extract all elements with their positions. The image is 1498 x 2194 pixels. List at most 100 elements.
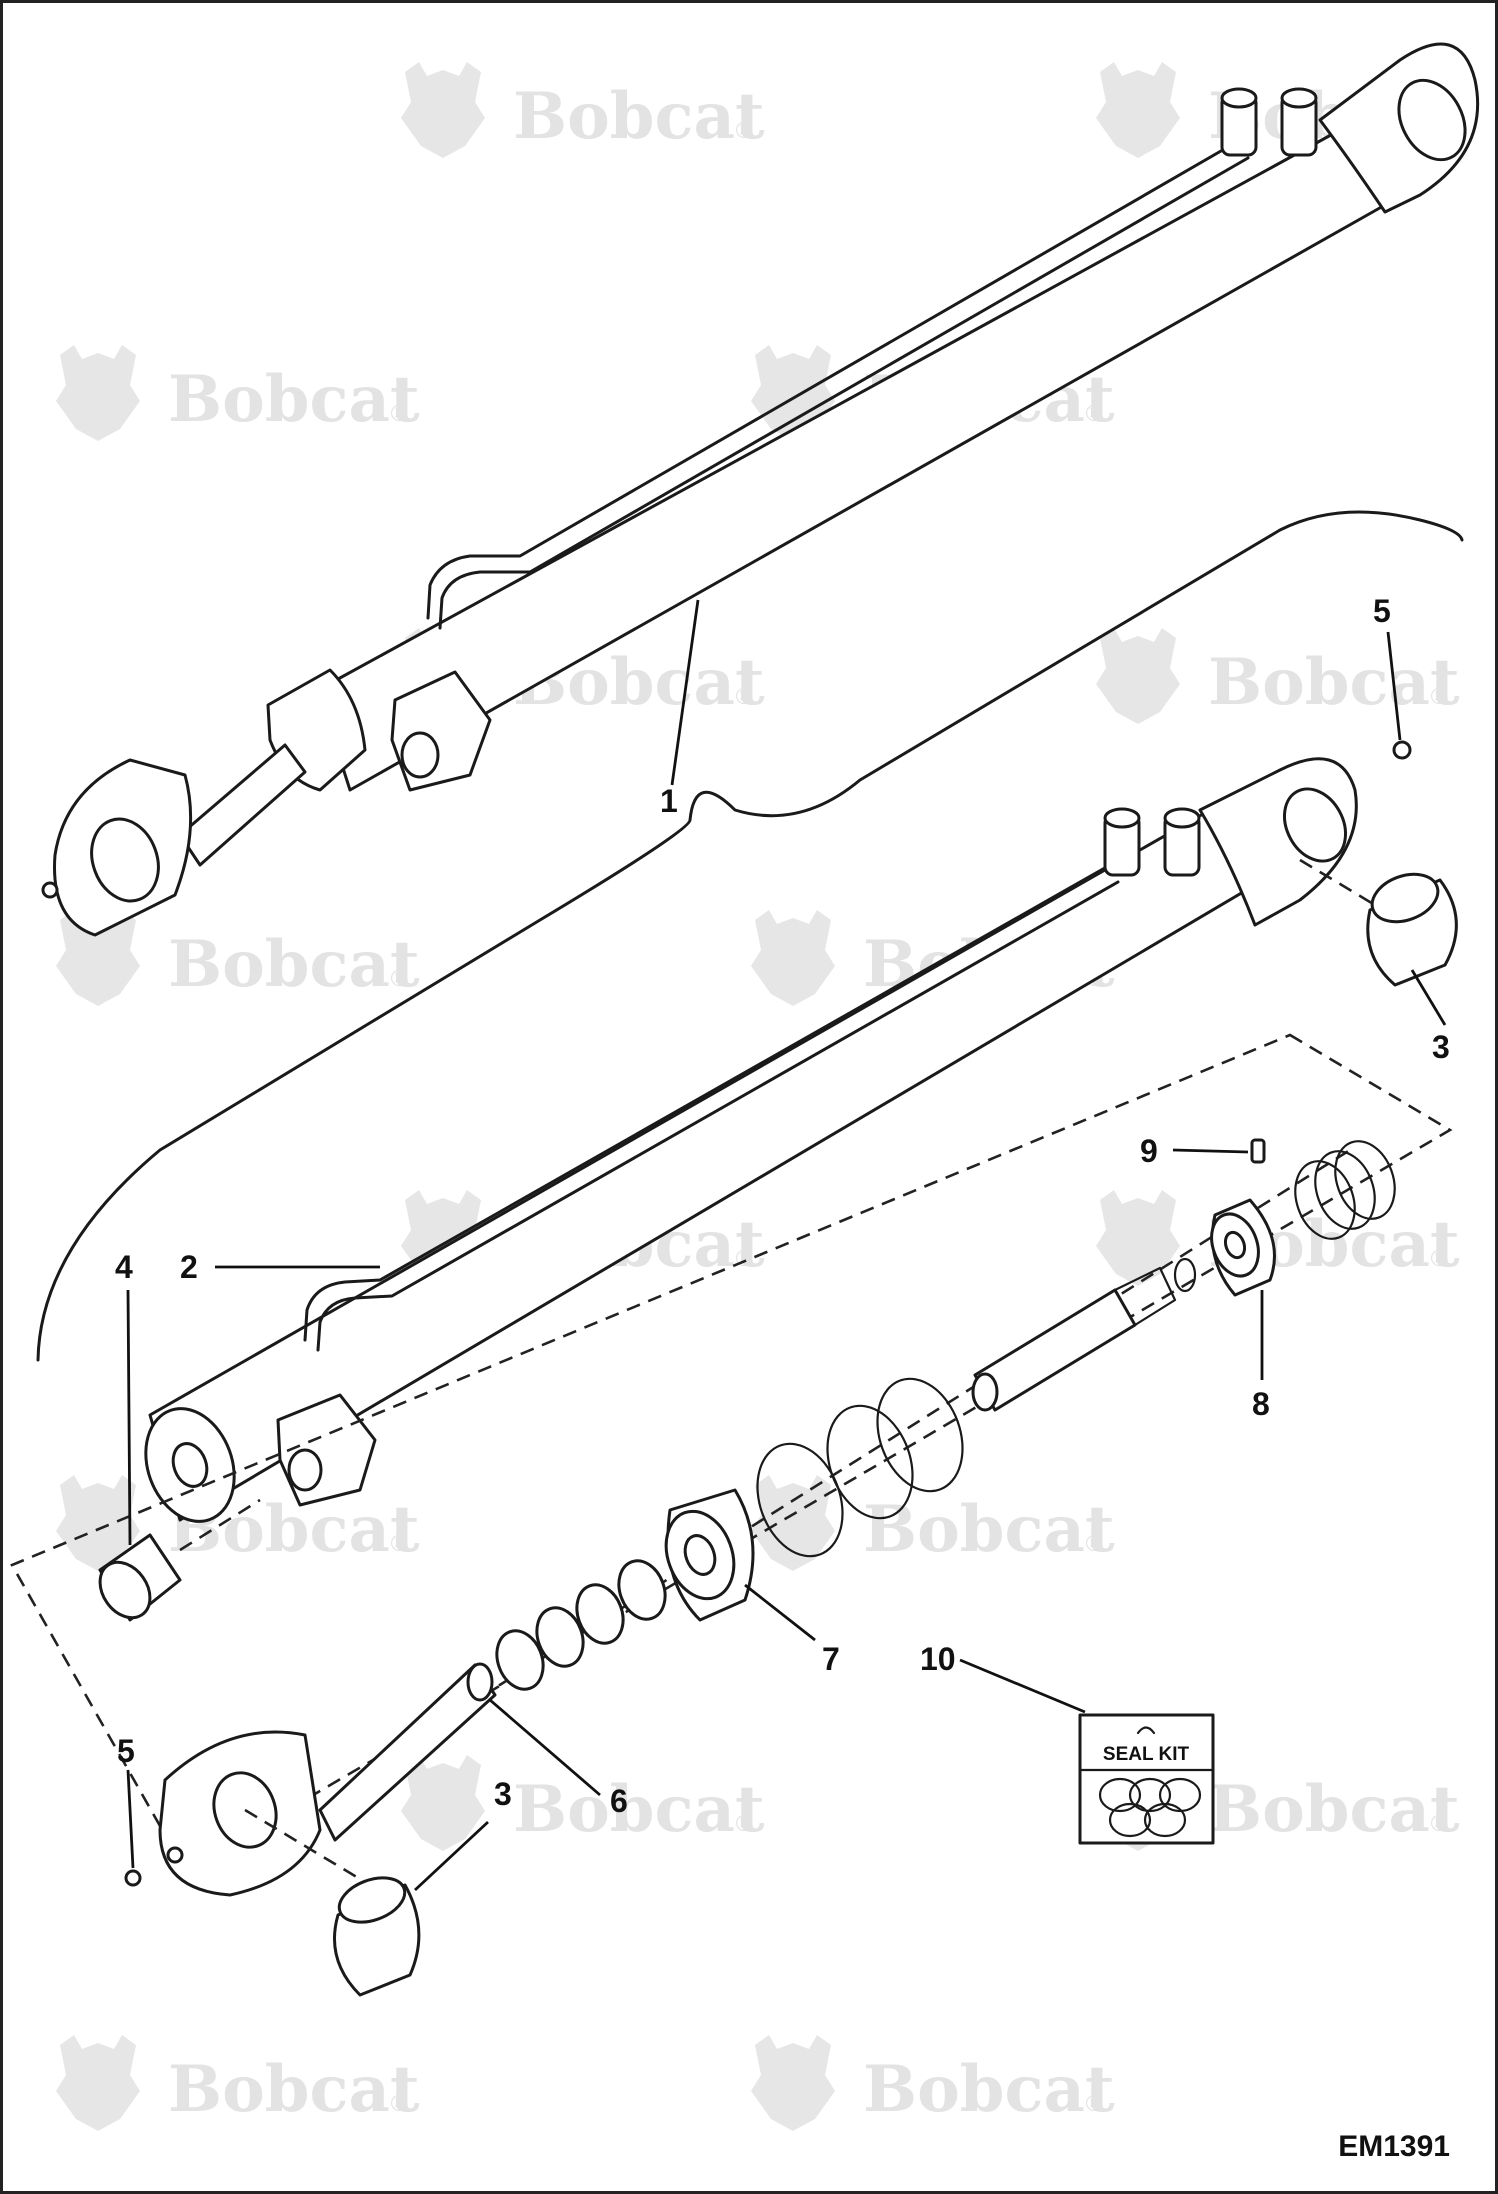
- callout-1: 1: [660, 783, 678, 819]
- watermark-text: Bobcat: [168, 362, 420, 437]
- bushing-axis: [179, 1498, 261, 1552]
- leader-4: [126, 1289, 132, 1546]
- seal-kit-boundary: [10, 1033, 1453, 1872]
- o-ring-icon: [1128, 1777, 1172, 1813]
- barrel-block-bore: [287, 1448, 323, 1492]
- leader-7: [744, 1583, 816, 1642]
- callout-3-top: 3: [1432, 1029, 1450, 1065]
- callout-2: 2: [180, 1249, 198, 1285]
- rod-eye-pin-hole: [90, 817, 160, 903]
- gland-head-bore: [683, 1534, 717, 1576]
- buffer-seal: [575, 1583, 625, 1645]
- callout-7: 7: [822, 1641, 840, 1677]
- watermark-text: Bobcat: [168, 927, 420, 1002]
- leader-3-bottom: [414, 1820, 489, 1892]
- hydraulic-line-edge: [438, 156, 1250, 630]
- barrel-pin-hole: [1283, 787, 1347, 863]
- leader-5-bottom: [126, 1769, 135, 1869]
- watermark: Bobcat ®: [56, 345, 420, 441]
- bobcat-logo-icon: [56, 345, 140, 441]
- piston-bore: [1223, 1230, 1247, 1260]
- watermark: Bobcat ®: [1096, 1755, 1460, 1851]
- leader-5-top: [1386, 631, 1402, 741]
- o-ring-icon: [1158, 1777, 1202, 1813]
- callout-5-top: 5: [1373, 593, 1391, 629]
- watermark-text: Bobcat: [513, 1772, 765, 1847]
- watermark: Bobcat ®: [751, 2035, 1115, 2131]
- center-axis: [1299, 858, 1376, 907]
- watermark-symbol: ®: [1428, 1812, 1450, 1837]
- callout-5-bottom: 5: [117, 1733, 135, 1769]
- watermark-text: Bobcat: [1208, 645, 1460, 720]
- watermark-symbol: ®: [388, 2092, 410, 2117]
- bobcat-logo-icon: [401, 62, 485, 158]
- leader-1: [670, 599, 700, 786]
- watermark-text: Bobcat: [513, 79, 765, 154]
- grease-fitting-lower: [166, 1846, 184, 1864]
- watermark-symbol: ®: [733, 685, 755, 710]
- threaded-end: [1113, 1266, 1177, 1327]
- leader-3-top: [1410, 969, 1447, 1026]
- base-pin-hole: [1397, 78, 1467, 162]
- large-o-ring: [826, 1404, 914, 1520]
- leader-lines: [126, 599, 1447, 1892]
- watermark-symbol: ®: [1428, 685, 1450, 710]
- o-ring-icon: [1143, 1802, 1187, 1838]
- o-ring-icon: [1098, 1777, 1142, 1813]
- seal-kit-hanger-icon: [1136, 1726, 1156, 1735]
- o-ring-icon: [1108, 1802, 1152, 1838]
- bobcat-logo-icon: [56, 2035, 140, 2131]
- bobcat-logo-icon: [1096, 62, 1180, 158]
- bushing-item-4: [98, 1498, 261, 1622]
- watermark: Bobcat ®: [56, 2035, 420, 2131]
- bobcat-logo-icon: [1096, 628, 1180, 724]
- wiper-seal: [495, 1629, 545, 1691]
- watermark-symbol: ®: [1428, 1247, 1450, 1272]
- piston-ring: [1294, 1160, 1356, 1240]
- watermark: Bobcat ®: [401, 62, 765, 158]
- watermark: Bobcat ®: [56, 910, 420, 1006]
- watermark-text: Bobcat: [168, 2052, 420, 2127]
- bobcat-logo-icon: [1096, 1190, 1180, 1286]
- watermark-symbol: ®: [1083, 2092, 1105, 2117]
- lower-axis: [244, 1808, 371, 1887]
- large-o-ring: [876, 1377, 964, 1493]
- seal-kit-label: SEAL KIT: [1103, 1744, 1190, 1765]
- watermark: Bobcat ®: [1096, 628, 1460, 724]
- piston-ring: [1314, 1150, 1376, 1230]
- rod-item-6: [318, 1663, 497, 1842]
- callout-9: 9: [1140, 1133, 1158, 1169]
- piston-rod: [178, 743, 307, 867]
- leader-10: [959, 1658, 1086, 1714]
- barrel-port-opening: [1163, 807, 1201, 829]
- cylinder-assembly-complete: [41, 42, 1480, 937]
- o-ring: [617, 1559, 667, 1621]
- watermark-symbol: ®: [733, 119, 755, 144]
- watermark-symbol: ®: [388, 967, 410, 992]
- watermark: Bobcat ®: [56, 1475, 420, 1571]
- watermark-symbol: ®: [388, 1532, 410, 1557]
- watermark-text: Bobcat: [863, 1492, 1115, 1567]
- bobcat-logo-icon: [751, 910, 835, 1006]
- watermark-text: Bobcat: [863, 2052, 1115, 2127]
- port-opening: [1280, 87, 1318, 109]
- inner-rod-end: [971, 1372, 999, 1412]
- watermark-symbol: ®: [733, 1812, 755, 1837]
- grease-fitting-item-5: [124, 1869, 142, 1887]
- washer: [1173, 1257, 1197, 1293]
- watermark-symbol: ®: [1083, 1532, 1105, 1557]
- watermark-text: Bobcat: [1208, 1772, 1460, 1847]
- grease-fitting: [41, 881, 59, 899]
- rod-seal: [535, 1606, 585, 1668]
- leader-9: [1172, 1148, 1249, 1154]
- piston-ring: [1334, 1140, 1396, 1220]
- figure-code: EM1391: [1338, 2130, 1450, 2163]
- rod-end-face: [466, 1662, 494, 1702]
- bushing-bore: [1370, 872, 1440, 924]
- bushing-end: [98, 1560, 152, 1620]
- bobcat-logo-icon: [751, 1475, 835, 1571]
- bobcat-logo-icon: [751, 2035, 835, 2131]
- watermark-symbol: ®: [1083, 402, 1105, 427]
